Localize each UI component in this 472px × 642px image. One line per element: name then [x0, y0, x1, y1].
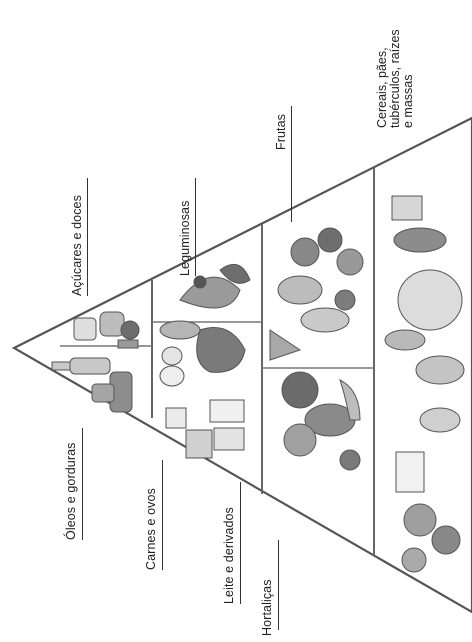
label-leguminosas: Leguminosas — [178, 201, 192, 276]
hortalicas-underline — [278, 540, 279, 630]
oleos-illustration — [52, 358, 132, 412]
leite-underline — [240, 482, 241, 604]
hortalicas-illustration — [282, 372, 360, 470]
frutas-underline — [291, 106, 292, 222]
label-acucares: Açúcares e doces — [70, 195, 84, 296]
label-carnes: Carnes e ovos — [144, 488, 158, 570]
acucares-underline — [87, 178, 88, 296]
label-hortalicas: Hortaliças — [260, 579, 274, 636]
carnes-illustration — [160, 321, 245, 386]
acucares-illustration — [74, 312, 139, 348]
frutas-illustration — [270, 228, 363, 360]
label-oleos: Óleos e gorduras — [64, 443, 78, 541]
label-leite: Leite e derivados — [222, 507, 236, 604]
cereais-illustration — [385, 196, 464, 572]
label-cereais: Cereais, pães, tubérculos, raízes e mass… — [376, 29, 415, 128]
carnes-underline — [162, 460, 163, 570]
oleos-underline — [82, 428, 83, 540]
leguminosas-underline — [195, 178, 196, 276]
label-cereais-line3: e massas — [402, 29, 415, 128]
label-frutas: Frutas — [274, 114, 288, 150]
leite-illustration — [166, 400, 244, 458]
